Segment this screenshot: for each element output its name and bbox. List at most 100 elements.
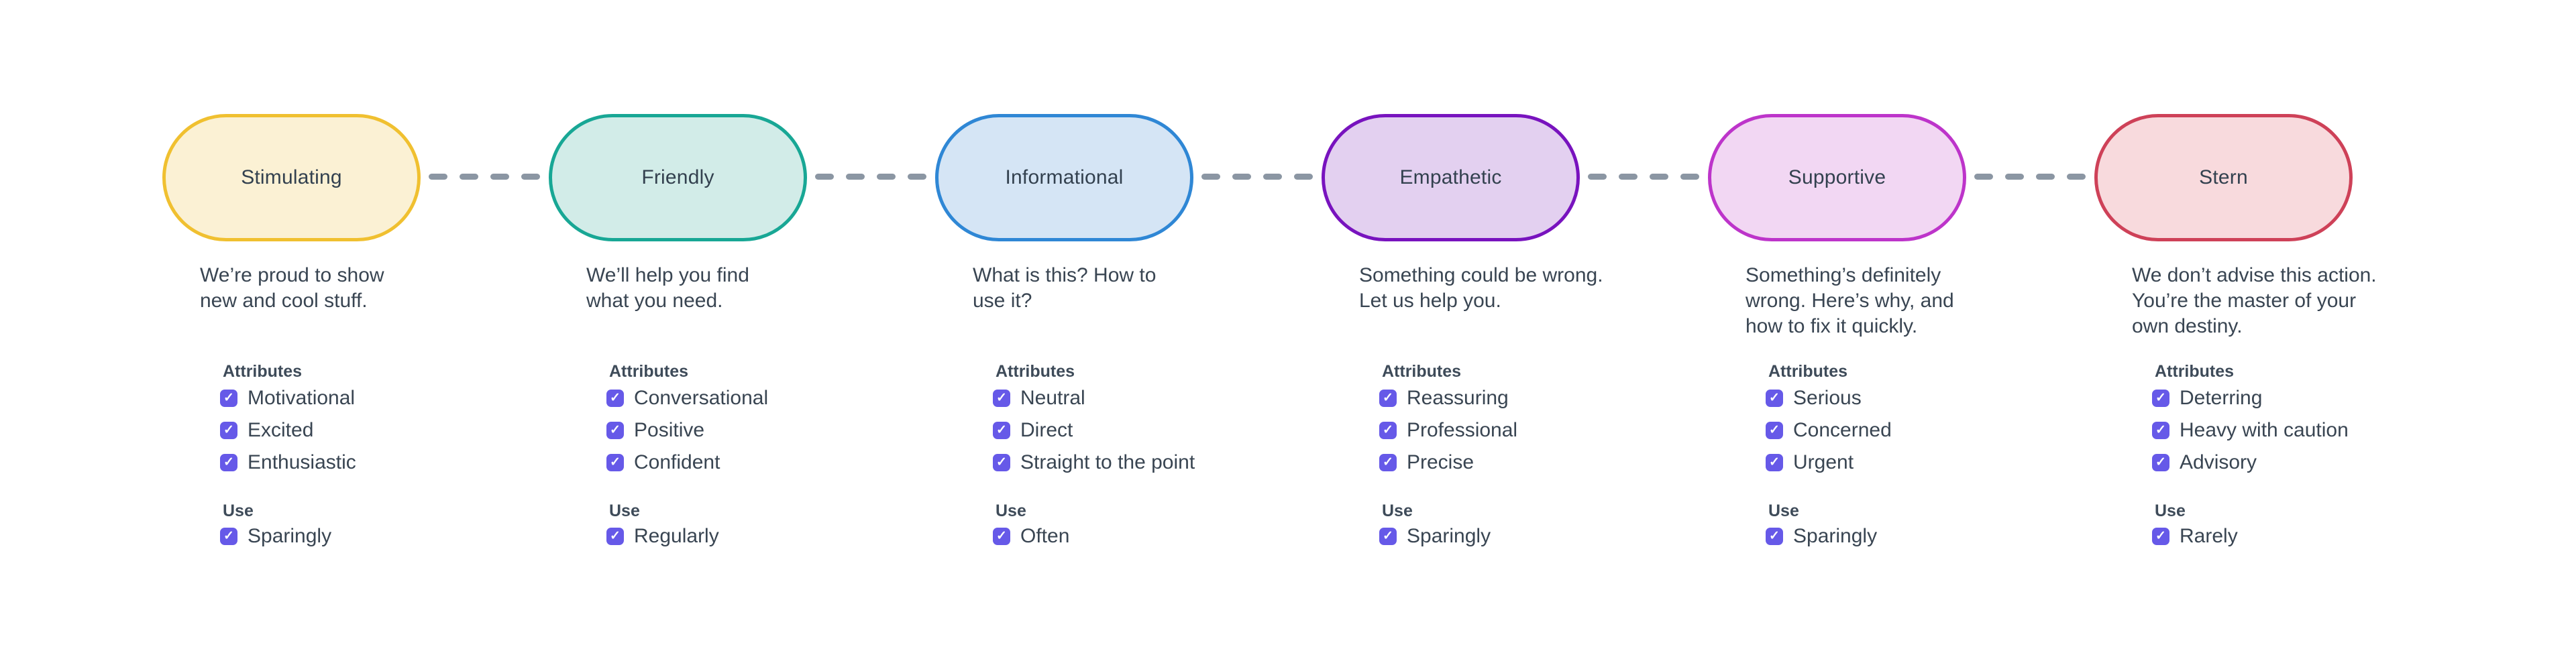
- checkbox-checked-icon[interactable]: ✓: [1379, 390, 1397, 407]
- checkbox-checked-icon[interactable]: ✓: [1379, 422, 1397, 439]
- checkbox-checked-icon[interactable]: ✓: [2152, 528, 2169, 545]
- use-label: Sparingly: [248, 525, 332, 547]
- tone-pill: Stimulating: [162, 114, 421, 241]
- dash: [1232, 174, 1251, 180]
- checkbox-checked-icon[interactable]: ✓: [220, 528, 237, 545]
- checkbox-checked-icon[interactable]: ✓: [220, 454, 237, 471]
- checkbox-checked-icon[interactable]: ✓: [606, 528, 624, 545]
- tone-column-friendly: Friendly We’ll help you find what you ne…: [549, 114, 924, 624]
- use-label: Often: [1020, 525, 1070, 547]
- tone-description: We’re proud to show new and cool stuff.: [200, 264, 384, 312]
- attribute-label: Confident: [634, 451, 720, 473]
- attribute-label: Concerned: [1793, 419, 1892, 441]
- tone-column-stern: Stern We don’t advise this action. You’r…: [2094, 114, 2470, 624]
- checkbox-checked-icon[interactable]: ✓: [220, 390, 237, 407]
- attribute-row: ✓ Excited: [220, 414, 356, 447]
- connector-dashed-line: [429, 174, 540, 180]
- check-icon: ✓: [1769, 422, 1780, 437]
- use-row: ✓ Rarely: [2152, 520, 2238, 552]
- checkbox-checked-icon[interactable]: ✓: [993, 422, 1010, 439]
- connector-dashed-line: [1588, 174, 1699, 180]
- check-icon: ✓: [223, 422, 234, 437]
- attributes-list: ✓ Motivational ✓ Excited ✓ Enthusiastic: [220, 382, 356, 479]
- tone-column-stimulating: Stimulating We’re proud to show new and …: [162, 114, 538, 624]
- dash: [1201, 174, 1220, 180]
- attribute-label: Motivational: [248, 387, 356, 409]
- use-label: Sparingly: [1793, 525, 1878, 547]
- tone-pill-label: Stimulating: [241, 166, 342, 188]
- attribute-row: ✓ Conversational: [606, 382, 768, 414]
- check-icon: ✓: [610, 455, 621, 469]
- attribute-row: ✓ Direct: [993, 414, 1195, 447]
- use-heading: Use: [1382, 501, 1413, 520]
- attribute-label: Straight to the point: [1020, 451, 1195, 473]
- check-icon: ✓: [1769, 390, 1780, 405]
- use-row: ✓ Sparingly: [1766, 520, 1877, 552]
- dash: [1650, 174, 1668, 180]
- tone-column-supportive: Supportive Something’s definitely wrong.…: [1708, 114, 2084, 624]
- check-icon: ✓: [610, 422, 621, 437]
- dash: [1680, 174, 1699, 180]
- checkbox-checked-icon[interactable]: ✓: [1379, 528, 1397, 545]
- dash: [1294, 174, 1313, 180]
- tone-pill: Informational: [935, 114, 1193, 241]
- attribute-label: Deterring: [2180, 387, 2263, 409]
- attribute-label: Serious: [1793, 387, 1862, 409]
- checkbox-checked-icon[interactable]: ✓: [993, 528, 1010, 545]
- checkbox-checked-icon[interactable]: ✓: [1379, 454, 1397, 471]
- use-row: ✓ Sparingly: [1379, 520, 1491, 552]
- tone-description: Something’s definitely wrong. Here’s why…: [1746, 264, 1954, 337]
- checkbox-checked-icon[interactable]: ✓: [2152, 390, 2169, 407]
- attribute-row: ✓ Enthusiastic: [220, 447, 356, 479]
- check-icon: ✓: [996, 528, 1007, 543]
- use-label: Sparingly: [1407, 525, 1491, 547]
- connector-dashed-line: [815, 174, 926, 180]
- checkbox-checked-icon[interactable]: ✓: [1766, 422, 1783, 439]
- attributes-heading: Attributes: [2155, 362, 2235, 381]
- checkbox-checked-icon[interactable]: ✓: [993, 454, 1010, 471]
- attribute-label: Direct: [1020, 419, 1073, 441]
- check-icon: ✓: [1383, 390, 1393, 405]
- checkbox-checked-icon[interactable]: ✓: [2152, 422, 2169, 439]
- attribute-row: ✓ Positive: [606, 414, 768, 447]
- attributes-list: ✓ Neutral ✓ Direct ✓ Straight to the poi…: [993, 382, 1195, 479]
- check-icon: ✓: [223, 455, 234, 469]
- check-icon: ✓: [1769, 455, 1780, 469]
- check-icon: ✓: [610, 390, 621, 405]
- check-icon: ✓: [223, 528, 234, 543]
- use-row: ✓ Often: [993, 520, 1069, 552]
- checkbox-checked-icon[interactable]: ✓: [1766, 454, 1783, 471]
- checkbox-checked-icon[interactable]: ✓: [606, 454, 624, 471]
- checkbox-checked-icon[interactable]: ✓: [606, 390, 624, 407]
- attributes-list: ✓ Serious ✓ Concerned ✓ Urgent: [1766, 382, 1892, 479]
- attributes-list: ✓ Reassuring ✓ Professional ✓ Precise: [1379, 382, 1517, 479]
- tone-pill-label: Friendly: [641, 166, 714, 188]
- use-heading: Use: [609, 501, 640, 520]
- attribute-row: ✓ Confident: [606, 447, 768, 479]
- dash: [846, 174, 865, 180]
- tone-description: What is this? How to use it?: [973, 264, 1157, 312]
- checkbox-checked-icon[interactable]: ✓: [2152, 454, 2169, 471]
- dash: [2067, 174, 2086, 180]
- checkbox-checked-icon[interactable]: ✓: [1766, 528, 1783, 545]
- attributes-heading: Attributes: [223, 362, 303, 381]
- checkbox-checked-icon[interactable]: ✓: [1766, 390, 1783, 407]
- tone-column-informational: Informational What is this? How to use i…: [935, 114, 1311, 624]
- checkbox-checked-icon[interactable]: ✓: [606, 422, 624, 439]
- dash: [2036, 174, 2055, 180]
- use-heading: Use: [996, 501, 1026, 520]
- attributes-heading: Attributes: [609, 362, 689, 381]
- attribute-label: Professional: [1407, 419, 1518, 441]
- attribute-label: Reassuring: [1407, 387, 1509, 409]
- attribute-row: ✓ Urgent: [1766, 447, 1892, 479]
- dash: [1588, 174, 1607, 180]
- tone-pill-label: Empathetic: [1399, 166, 1502, 188]
- check-icon: ✓: [2155, 455, 2166, 469]
- check-icon: ✓: [1383, 455, 1393, 469]
- checkbox-checked-icon[interactable]: ✓: [993, 390, 1010, 407]
- attribute-row: ✓ Serious: [1766, 382, 1892, 414]
- checkbox-checked-icon[interactable]: ✓: [220, 422, 237, 439]
- check-icon: ✓: [996, 455, 1007, 469]
- attribute-label: Urgent: [1793, 451, 1854, 473]
